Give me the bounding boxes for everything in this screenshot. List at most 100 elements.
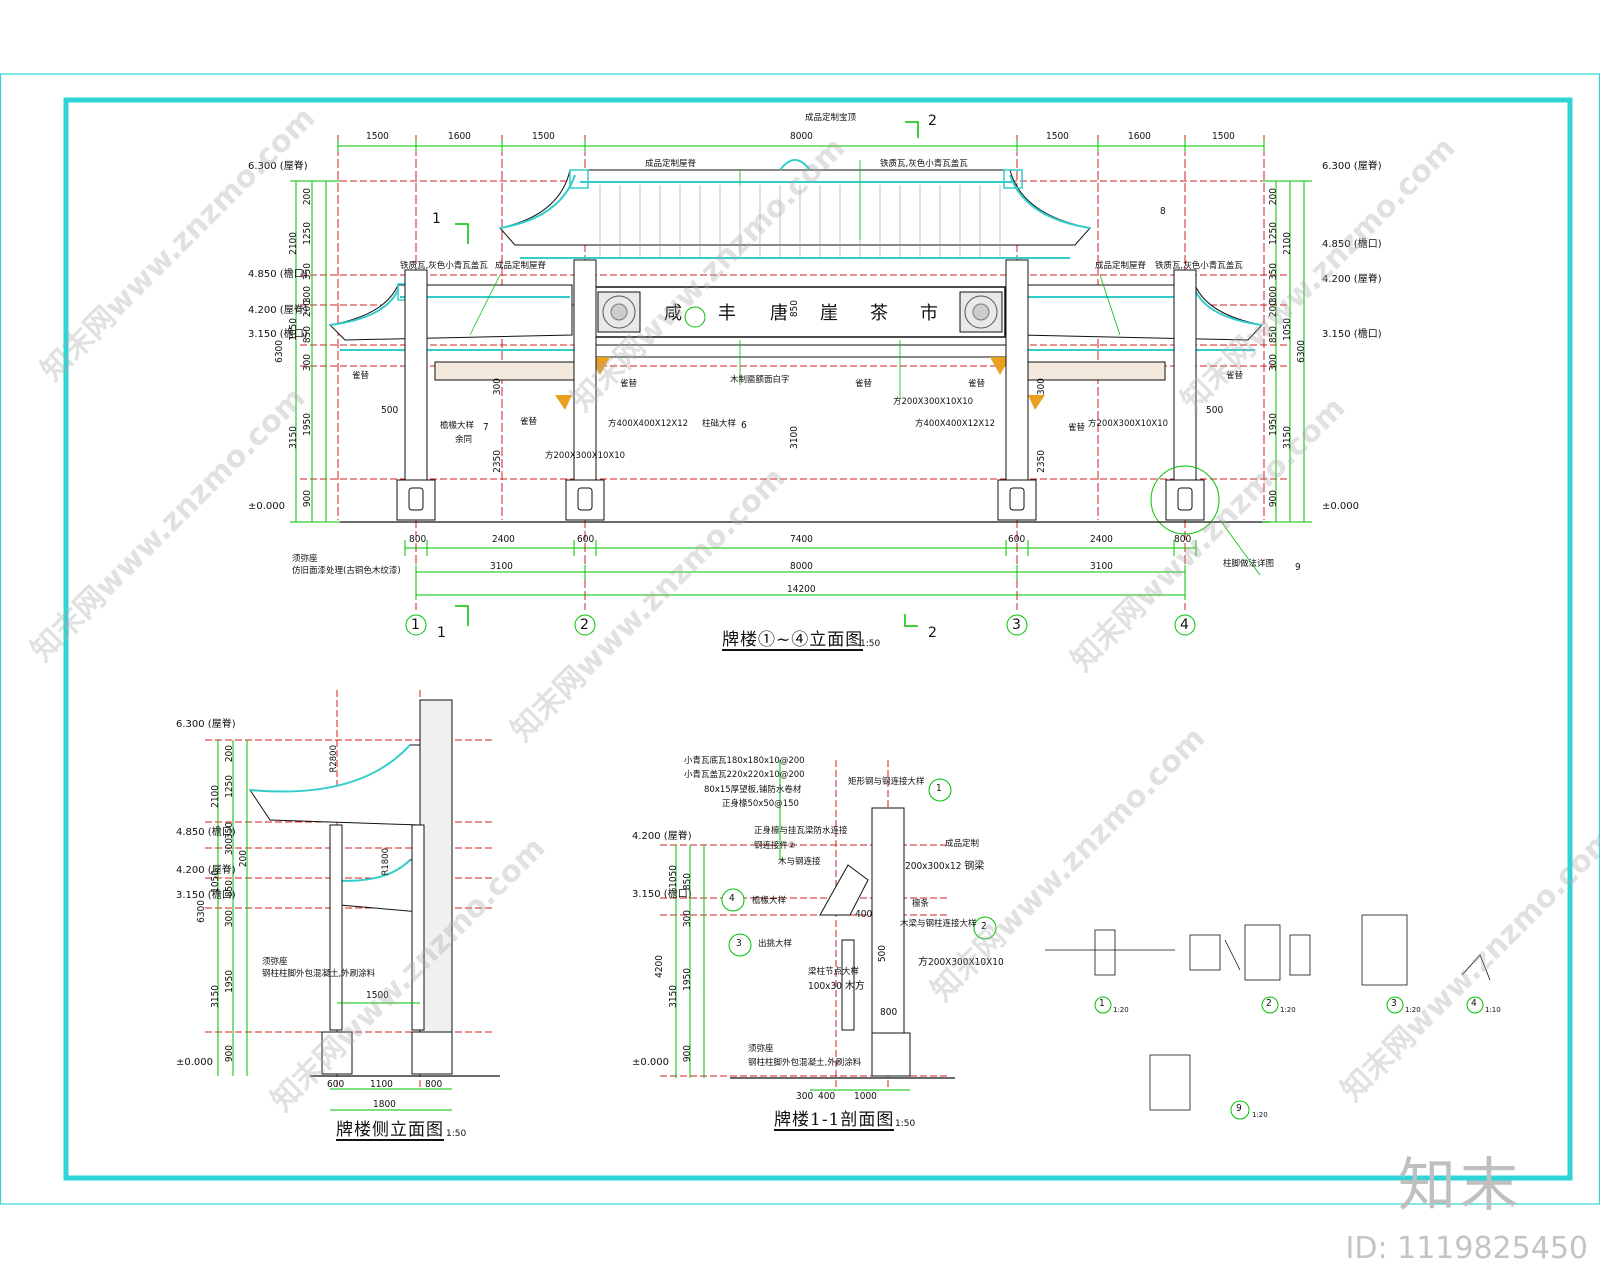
side-vdim-1050: 1050 [210, 870, 221, 893]
detail-ref-7: 7 [483, 422, 489, 433]
bdim-3100-right: 3100 [1090, 561, 1113, 572]
sec-note-6: 钢连接件② [754, 841, 796, 851]
columns [404, 259, 1197, 481]
sec-note-14: 檩条 [912, 899, 930, 909]
top-dimension [337, 140, 1265, 152]
note-queti-4: 雀替 [855, 379, 873, 389]
note-queti-5: 雀替 [968, 379, 986, 389]
center-vdim-2350-right: 2350 [1036, 450, 1047, 473]
note-steel-200-right: 方200X300X10X10 [1088, 419, 1169, 429]
detail-ref-9: 9 [1295, 562, 1301, 573]
signboard [594, 286, 1006, 338]
sec-note-10: 梁柱节点大样 [808, 967, 860, 977]
bdim-8000: 8000 [790, 561, 813, 572]
side-level-3: 4.200 (屋脊) [176, 865, 236, 876]
detail-ref-6: 6 [741, 420, 747, 431]
sec-vdim-850: 850 [682, 873, 693, 891]
sec-note-11: 方200X300X10X10 [918, 957, 1004, 968]
sec-note-4: 正身椽50x50@150 [722, 799, 799, 809]
note-baoding: 成品定制宝顶 [805, 113, 857, 123]
center-vdim-850: 850 [789, 300, 800, 318]
level-right-ridge-side: 4.200 (屋脊) [1322, 274, 1382, 285]
level-right-eave-side: 3.150 (檐口) [1322, 329, 1382, 340]
note-steel-200-left: 方200X300X10X10 [545, 451, 626, 461]
side-note-foot: 钢柱柱脚外包混凝土,外刷涂料 [262, 969, 376, 979]
note-tile-main: 铁质瓦,灰色小青瓦盖瓦 [880, 159, 968, 169]
sec-note-3: 80x15厚望板,铺防水卷材 [704, 785, 802, 795]
sec-hdim-800: 800 [880, 1007, 898, 1018]
detail-ref-8: 8 [1160, 206, 1166, 217]
sec-level-3: ±0.000 [632, 1057, 670, 1068]
bdim-7400: 7400 [790, 534, 813, 545]
top-dim-1: 1500 [366, 131, 389, 142]
side-elevation [205, 690, 500, 1111]
note-steel-400: 方400X400X12X12 [608, 419, 689, 429]
center-vdim-300-left: 300 [492, 378, 503, 396]
side-vdim-300b: 300 [224, 910, 235, 928]
vdim-left-1250: 1250 [302, 222, 313, 245]
vdim-right-200: 200 [1268, 188, 1279, 206]
detail-label-9: 9 [1236, 1103, 1242, 1114]
top-dim-4: 8000 [790, 131, 813, 142]
note-queti-3: 雀替 [520, 417, 538, 427]
sec-hdim-400: 400 [818, 1091, 836, 1102]
top-dim-6: 1600 [1128, 131, 1151, 142]
center-vdim-300-right: 300 [1036, 378, 1047, 396]
vdim-left-200: 200 [302, 188, 313, 206]
axis-4: 4 [1180, 617, 1189, 633]
sec-vdim-4200: 4200 [654, 955, 665, 978]
sec-note-7: 木与钢连接 [778, 857, 821, 867]
level-left-eave-top: 4.850 (檐口) [248, 269, 308, 280]
note-xumizuo: 须弥座 [292, 554, 318, 564]
detail-label-1: 1 [1099, 998, 1105, 1009]
level-right-eave-top: 4.850 (檐口) [1322, 239, 1382, 250]
note-plaque: 木制匾额面白字 [730, 375, 790, 385]
sec-note-15: 木梁与钢柱连接大样 [900, 919, 977, 929]
note-steel-200-center: 方200X300X10X10 [893, 397, 974, 407]
sec-vdim-900: 900 [682, 1045, 693, 1063]
note-same: 余同 [455, 435, 473, 445]
main-elevation [290, 121, 1312, 636]
level-left-eave-side: 3.150 (檐口) [248, 329, 308, 340]
section-mark-1b: 1 [437, 625, 446, 641]
detail-label-2: 2 [1266, 998, 1272, 1009]
vdim-left-1950: 1950 [302, 413, 313, 436]
vdim-right-300b: 300 [1268, 354, 1279, 372]
axis-1: 1 [411, 617, 420, 633]
sec-ref-2: 2 [981, 921, 987, 932]
bdim-800-right: 800 [1174, 534, 1192, 545]
side-note-xumizuo: 须弥座 [262, 957, 288, 967]
side-vdim-1250: 1250 [224, 775, 235, 798]
center-vdim-3100: 3100 [789, 426, 800, 449]
note-steel-400-right: 方400X400X12X12 [915, 419, 996, 429]
detail-label-3: 3 [1391, 998, 1397, 1009]
sec-vdim-1950: 1950 [682, 968, 693, 991]
vdim-left-900: 900 [302, 490, 313, 508]
note-queti-1: 雀替 [352, 371, 370, 381]
bdim-2400-right: 2400 [1090, 534, 1113, 545]
sec-note-1: 小青瓦底瓦180x180x10@200 [684, 756, 805, 766]
side-vdim-350: 350 [224, 822, 235, 840]
board-char-4: 崖 [820, 303, 838, 324]
bdim-600-right: 600 [1008, 534, 1026, 545]
axis-3: 3 [1012, 617, 1021, 633]
board-char-1: 咸 [664, 303, 682, 324]
vdim-left-3150: 3150 [288, 426, 299, 449]
side-level-4: 3.150 (檐口) [176, 890, 236, 901]
side-vdim-300a: 300 [224, 838, 235, 856]
side-title: 牌楼侧立面图 [336, 1120, 444, 1141]
section-mark-2b: 2 [928, 625, 937, 641]
side-hdim-600: 600 [327, 1079, 345, 1090]
signboard-medallion-left [597, 291, 641, 333]
side-level-5: ±0.000 [176, 1057, 214, 1068]
sec-note-2: 小青瓦盖瓦220x220x10@200 [684, 770, 805, 780]
elevation-title: 牌楼①~④立面图 [722, 630, 864, 651]
sec-note-8: 檐椽大样 [752, 896, 787, 906]
small-dim-500-right: 500 [1206, 405, 1224, 416]
side-vdim-900: 900 [224, 1045, 235, 1063]
side-vdim-1950: 1950 [224, 970, 235, 993]
watermark-id: ID: 1119825450 [1345, 1231, 1588, 1266]
sec-vdim-3150: 3150 [668, 985, 679, 1008]
sec-note-18: 钢柱柱脚外包混凝土,外刷涂料 [748, 1058, 862, 1068]
